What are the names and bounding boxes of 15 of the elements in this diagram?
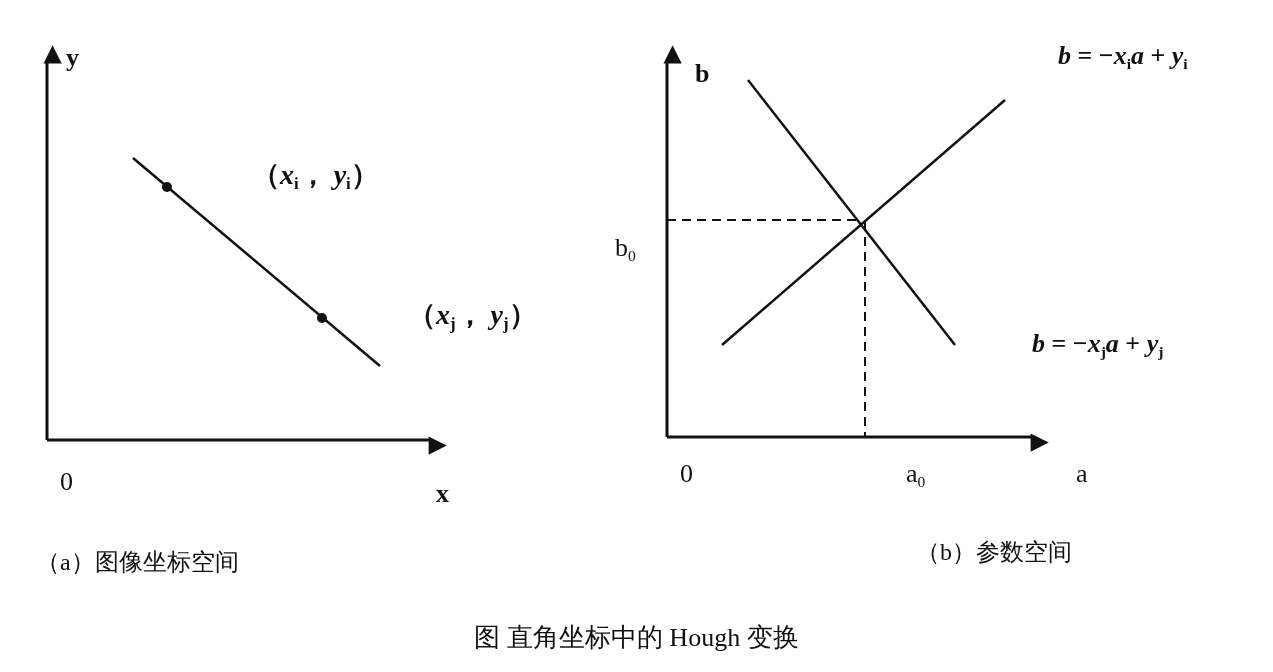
equation: b = −x$_{j}$a + y$_{j}$ xyxy=(1032,328,1164,362)
tick-label: a$_{0}$ xyxy=(906,458,926,492)
tick-label: b$_{0}$ xyxy=(615,232,636,266)
axis-label: a xyxy=(1076,458,1088,490)
tick-label: 0 xyxy=(60,466,73,498)
figure-caption: 图 直角坐标中的 Hough 变换 xyxy=(474,623,799,652)
equation: b = −x$_{i}$a + y$_{i}$ xyxy=(1058,40,1188,74)
axis-label: y xyxy=(66,42,79,74)
tick-label: 0 xyxy=(680,458,693,490)
panel-caption: （a）图像坐标空间 xyxy=(36,548,239,577)
panel-caption: （b）参数空间 xyxy=(916,538,1072,567)
point-label: （x$_{j}$， y$_{j}$） xyxy=(408,298,537,335)
axis-label: x xyxy=(436,478,449,510)
axis-label: b xyxy=(695,58,710,90)
point-label: （x$_{i}$， y$_{i}$） xyxy=(252,158,379,195)
